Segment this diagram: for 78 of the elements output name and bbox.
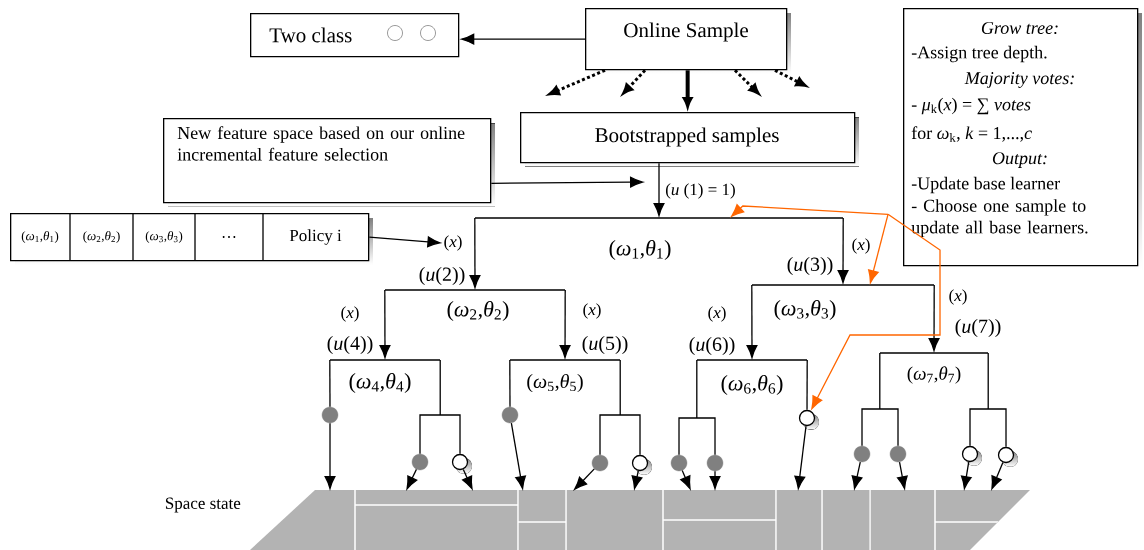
tree-branch [746,284,758,359]
leaf-circle [451,453,472,474]
arrow [811,213,941,410]
arrow [574,468,595,490]
tree-branch [928,284,940,352]
dotted-arrow [774,68,807,87]
tree-branch [837,217,849,284]
edge-label: (u (1) = 1) [664,182,737,200]
leaf-circle [631,454,652,475]
arrow [794,425,807,490]
tree-branch [379,289,391,359]
arrow [461,33,586,45]
policy-table: (ω$_{1}$,θ$_{1}$) (ω$_{2}$,θ$_{2}$) (ω$_{3}$,θ$_{3}$) … Policy i [10,212,373,265]
branch-label: (u(6)) [689,336,735,356]
arrow [868,213,889,284]
branch-label: (x) [341,306,359,322]
arrow [991,461,1004,490]
branch-label: (u(3)) [787,256,833,276]
tree-branch [678,359,716,456]
tree-branch [599,359,641,456]
grow-tree-box: Grow tree: -Assign tree depth. Majority votes: - μ$_{k}$(x) = ∑ votes for ω$_{k}$, k = 1,...,c Output: -Update base learner - Choose one sample to update all base learners. [903,8,1142,270]
leaf-circle [411,453,429,471]
arrow [406,468,418,490]
leaf-circle [798,409,819,430]
branch-label: (x) [708,306,726,322]
leaf-circle [321,406,339,424]
split-node: (ω$_{2}$,θ$_{2}$) [384,289,566,322]
branch-label: (x) [583,303,601,319]
arrow [680,469,691,490]
tree-branch [469,217,481,289]
split-node: (ω$_{4}$,θ$_{4}$) [329,359,441,394]
arrow [631,470,643,490]
tree-branch [329,359,331,408]
arrow [896,461,908,490]
tree-branch [861,352,899,447]
split-node: (ω$_{5}$,θ$_{5}$) [509,359,621,393]
dotted-arrow [622,69,647,95]
input-label: (x) [444,235,462,251]
arrow [960,461,972,490]
leaf-circle [961,445,982,466]
state-space-grid: Space state [165,490,1030,550]
tree-branch [559,289,571,359]
arrow [462,468,473,490]
tree-branch [419,359,461,455]
sample-box: Bootstrapped samples [520,112,859,167]
leaf-circle [706,454,724,472]
leaf-circle [501,406,519,424]
node-label: Space state [165,497,241,513]
leaf-circle [889,445,907,463]
arrow [731,204,889,217]
leaf-circle [997,446,1018,467]
arrow [324,422,336,490]
sample-box: Online Sample [585,8,791,74]
tree-branch [806,359,808,411]
branch-label: (u(7)) [955,318,1001,338]
split-node: (ω$_{7}$,θ$_{7}$) [879,352,989,384]
split-node: (ω$_{6}$,θ$_{6}$) [696,359,808,396]
leaf-circle [853,445,871,463]
arrow [510,422,526,490]
tree-branch [509,359,511,408]
arrow [490,176,644,188]
branch-label: (u(5)) [582,335,628,355]
text-box: New feature space based on our online incremental feature selection [163,118,495,207]
two-class-box: Two class [250,13,460,58]
branch-label: (x) [852,238,870,254]
leaf-circle [591,454,609,472]
split-node: (ω$_{3}$,θ$_{3}$) [751,284,935,321]
tree-branch [969,352,1007,448]
dotted-arrow [548,68,606,96]
dotted-arrow [733,69,760,95]
arrow [368,236,441,248]
arrow [709,470,721,490]
arrow [653,162,665,217]
branch-label: (u(2)) [419,266,465,286]
leaf-circle [670,454,688,472]
branch-label: (x) [949,289,967,305]
arrow [851,461,863,490]
branch-label: (u(4)) [327,335,373,355]
